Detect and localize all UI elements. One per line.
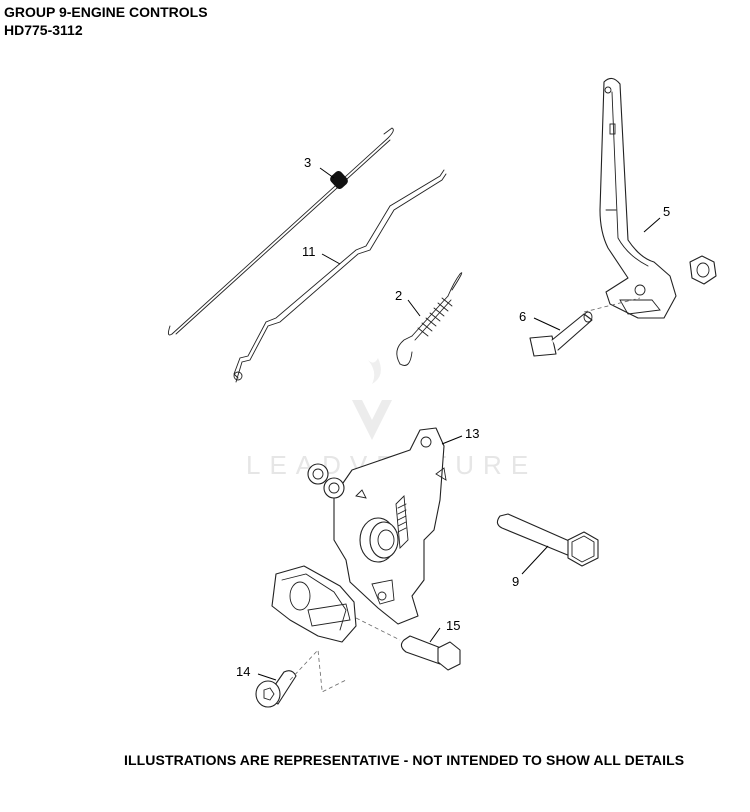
watermark-logo-icon: [352, 400, 392, 440]
part-3-governor-wire[interactable]: [167, 127, 394, 336]
part-14-bolt[interactable]: [255, 649, 347, 708]
callout-11: 11: [302, 244, 316, 259]
part-5-control-lever[interactable]: [583, 77, 677, 319]
callout-9: 9: [512, 574, 519, 589]
callout-13: 13: [465, 426, 479, 441]
model-number: HD775-3112: [4, 22, 83, 38]
callout-numbers: 3 11 2 5 6 13 9 14 15: [236, 155, 670, 679]
callout-6: 6: [519, 309, 526, 324]
part-5-nut[interactable]: [689, 255, 717, 285]
callout-15: 15: [446, 618, 460, 633]
callout-5: 5: [663, 204, 670, 219]
part-15-bolt[interactable]: [400, 635, 461, 671]
callout-3: 3: [304, 155, 311, 170]
part-11-throttle-rod[interactable]: [233, 169, 447, 383]
watermark: LEADVENTURE: [246, 358, 528, 480]
part-13-control-bracket[interactable]: [271, 427, 447, 643]
part-9-bolt[interactable]: [496, 513, 599, 567]
disclaimer-note: ILLUSTRATIONS ARE REPRESENTATIVE - NOT I…: [124, 752, 685, 768]
part-2-spring[interactable]: [396, 272, 463, 366]
part-6-pin[interactable]: [529, 311, 593, 357]
leader-lines: [257, 167, 661, 681]
callout-2: 2: [395, 288, 402, 303]
group-title: GROUP 9-ENGINE CONTROLS: [4, 4, 208, 20]
callout-14: 14: [236, 664, 250, 679]
